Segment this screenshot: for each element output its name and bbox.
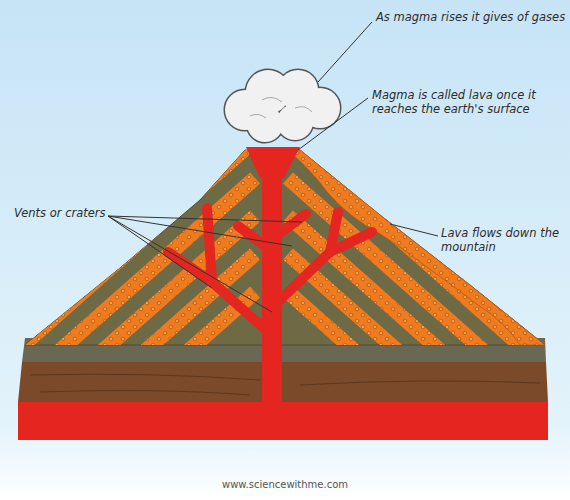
leader-lines [108,22,438,312]
main-conduit [262,150,282,440]
callout-label: Lava flows down the mountain [441,226,561,254]
lava-strata [0,140,548,500]
magma-layer [18,402,548,440]
rock-streaks [30,374,540,395]
rock-layer [18,362,548,402]
crater [246,147,300,178]
callout-label: As magma rises it gives of gases [376,10,566,24]
callout-label: Vents or craters [14,206,124,220]
callout-label: Magma is called lava once it reaches the… [372,88,562,116]
watermark: www.sciencewithme.com [185,478,385,492]
